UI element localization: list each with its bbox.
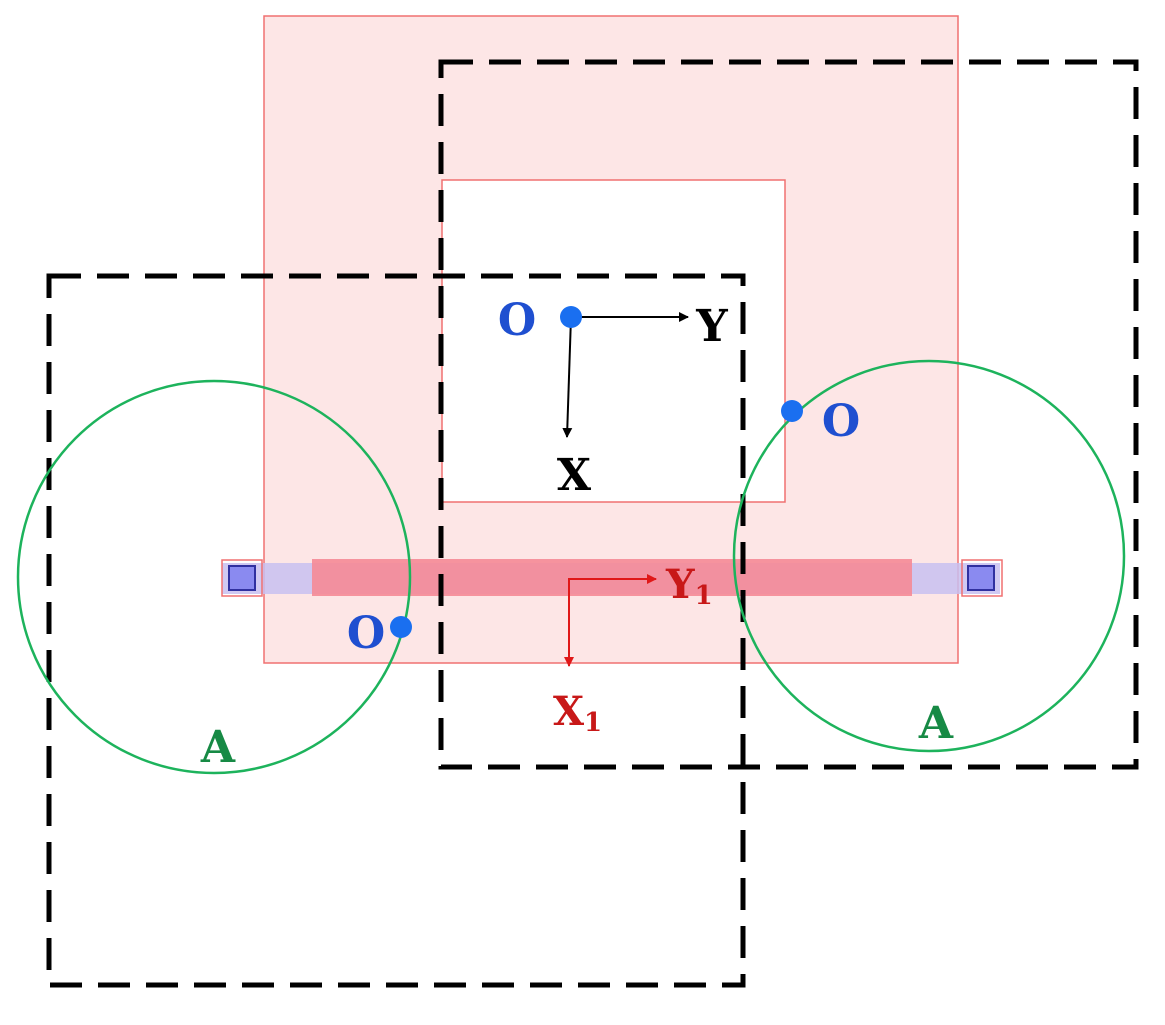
label-axis-x: X (557, 450, 592, 501)
dashed-box-upper-right (438, 59, 1139, 770)
rail-bar-red (312, 559, 912, 596)
label-circle-right: A (918, 698, 954, 749)
circle-left (16, 379, 412, 775)
label-axis-x1-base: X (553, 688, 584, 735)
axis-x-arrow (562, 316, 573, 438)
label-axis-y1-sub: 1 (695, 581, 713, 611)
label-origin-left: O (347, 608, 385, 659)
dot-icon (560, 306, 582, 328)
label-axis-y1: Y1 (665, 561, 713, 611)
label-circle-left: A (200, 722, 236, 773)
label-axis-x1: X1 (553, 688, 602, 738)
label-axis-y1-base: Y (665, 561, 695, 608)
label-axis-y: Y (695, 301, 728, 352)
dot-icon (781, 400, 803, 422)
dot-icon (390, 616, 412, 638)
label-origin-center: O (498, 295, 536, 346)
slider-right (961, 559, 1003, 597)
slider-left (221, 559, 263, 597)
label-origin-right: O (822, 396, 860, 447)
dashed-box-lower-left (46, 273, 746, 988)
label-axis-x1-sub: 1 (584, 708, 602, 738)
circle-right (732, 359, 1126, 753)
